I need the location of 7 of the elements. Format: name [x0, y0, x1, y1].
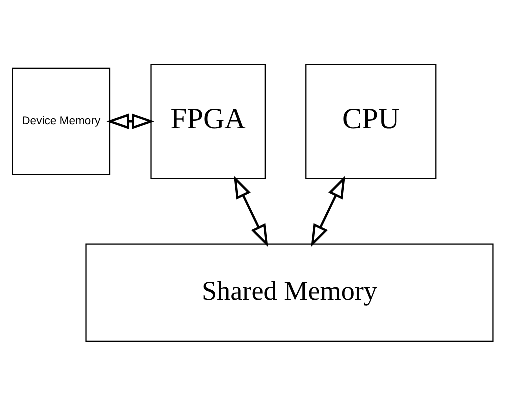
node-box: Shared Memory [86, 243, 494, 342]
arrow [311, 175, 346, 247]
arrow [234, 175, 268, 247]
node-box: FPGA [150, 63, 266, 179]
node-box: Device Memory [12, 67, 111, 175]
node-box: CPU [306, 63, 437, 179]
arrow [106, 113, 155, 130]
